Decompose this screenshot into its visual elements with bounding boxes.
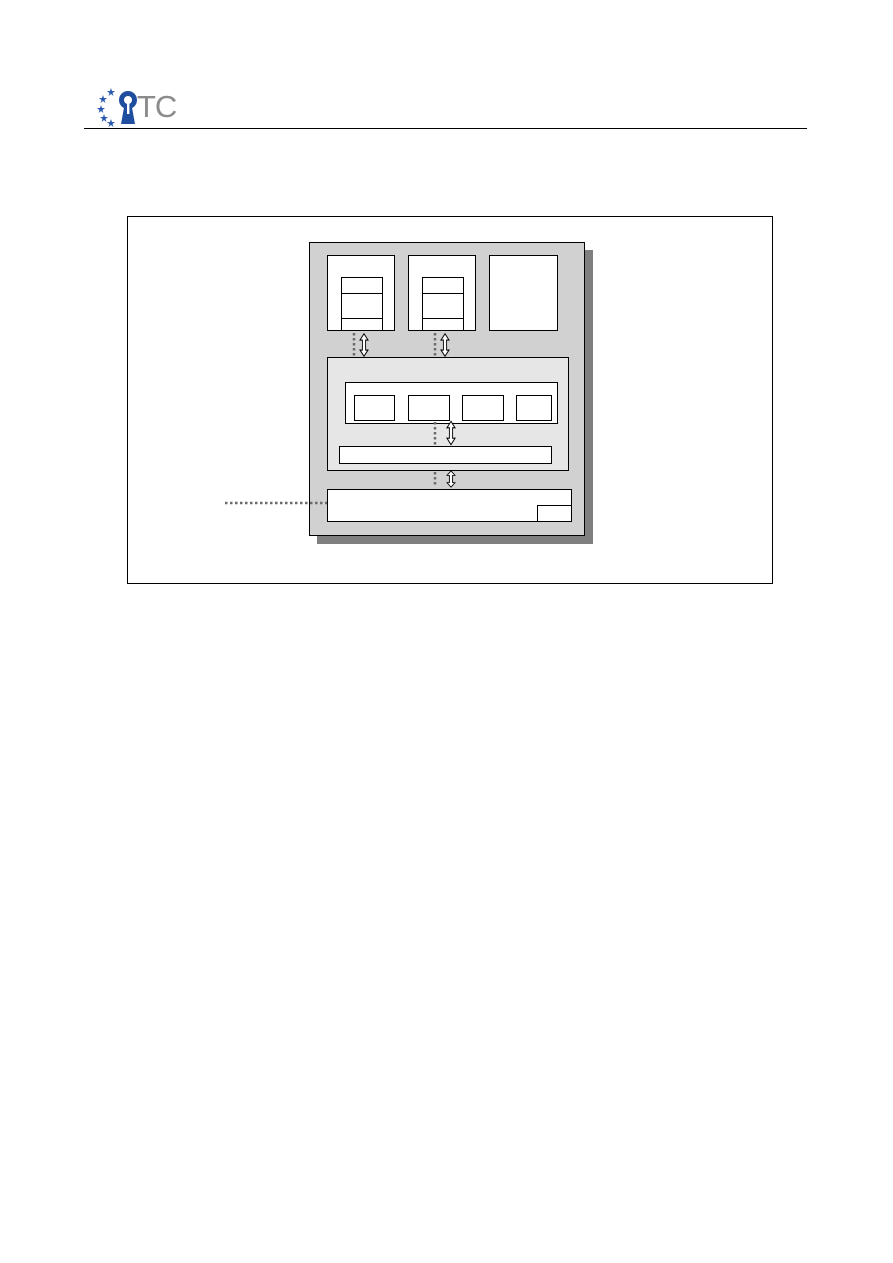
compartment-1-stack [341, 277, 383, 331]
figure-frame [127, 216, 773, 584]
double-arrow-icon-1 [359, 333, 369, 357]
double-arrow-icon-2 [440, 333, 450, 357]
service-box-2 [408, 395, 450, 421]
service-box-1 [354, 395, 395, 421]
compartment-box-1 [327, 255, 395, 331]
header-rule [84, 128, 807, 129]
bottom-corner-box [537, 505, 572, 522]
keyhole-stars-logo-icon [97, 88, 137, 127]
compartment-box-3 [489, 255, 558, 331]
compartment-2-stack [422, 277, 464, 331]
middle-bottom-bar [339, 446, 552, 464]
logo-text: TC [137, 89, 177, 124]
double-arrow-icon-4 [446, 470, 456, 488]
double-arrow-icon-3 [446, 420, 456, 446]
service-box-3 [462, 395, 504, 421]
compartment-box-2 [408, 255, 476, 331]
itc-logo: TC [97, 86, 192, 128]
service-box-4 [516, 395, 552, 421]
